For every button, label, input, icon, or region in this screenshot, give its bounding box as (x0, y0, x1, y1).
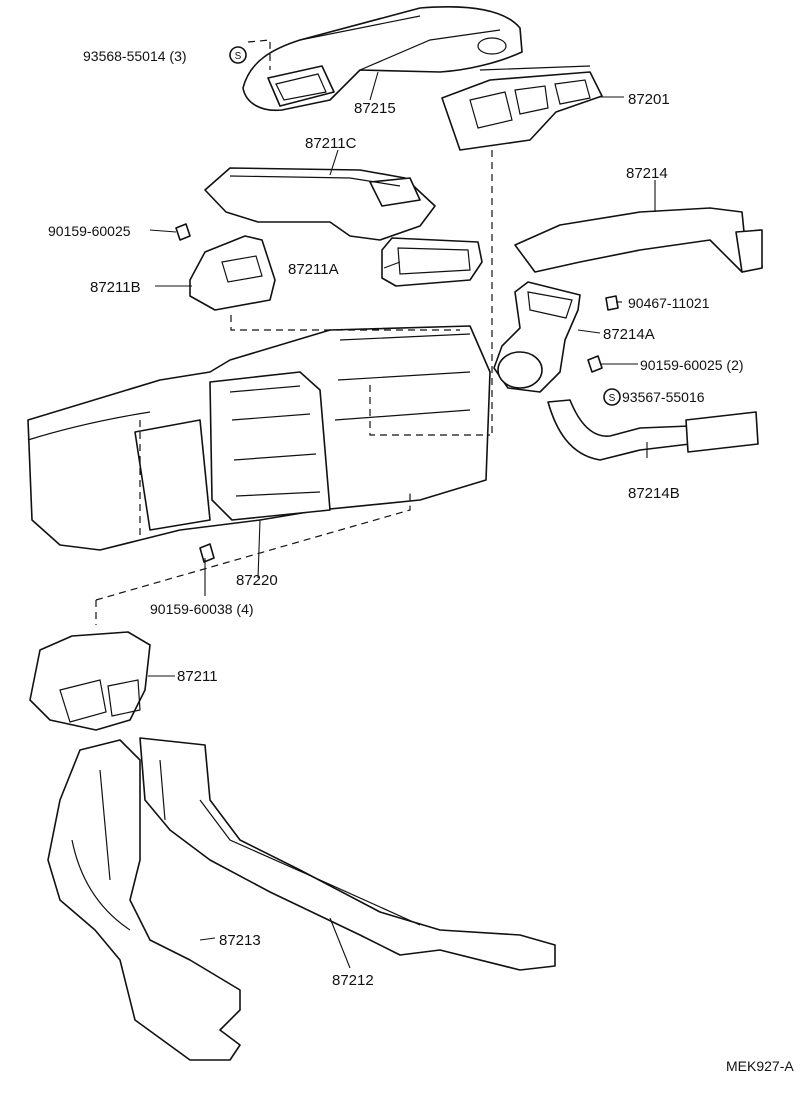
part-87220-heater-unit (27, 325, 491, 551)
svg-text:S: S (609, 393, 616, 404)
label-93567-55016: 93567-55016 (622, 389, 705, 405)
label-90159-60025-2: 90159-60025 (2) (640, 357, 744, 373)
label-87211A: 87211A (288, 261, 339, 278)
part-87212-duct (139, 737, 556, 971)
label-87220: 87220 (236, 572, 278, 589)
label-87211B: 87211B (90, 279, 141, 296)
label-90467-11021: 90467-11021 (628, 295, 710, 311)
part-87215-duct (242, 6, 523, 112)
svg-text:S: S (235, 51, 242, 62)
symbol-s-93568: S (229, 46, 247, 64)
part-87211A-block (381, 237, 483, 287)
label-87215: 87215 (354, 100, 396, 117)
label-87211: 87211 (177, 668, 218, 685)
fastener-90467-11021-clip (605, 295, 619, 311)
diagram-code: MEK927-A (726, 1058, 794, 1074)
part-87211C-duct (204, 167, 436, 241)
fastener-90159-60038-screw (199, 543, 215, 563)
hidden-lines (95, 39, 493, 625)
label-87201: 87201 (628, 91, 670, 108)
label-87214: 87214 (626, 165, 668, 182)
symbol-s-93567: S (603, 388, 621, 406)
label-93568-55014: 93568-55014 (3) (83, 48, 187, 64)
fastener-90159-60025-screw (175, 223, 191, 241)
part-87214-duct (514, 207, 763, 273)
label-87211C: 87211C (305, 135, 357, 152)
leader-lines (148, 71, 656, 969)
part-87214A-elbow (493, 281, 581, 393)
part-87211B-block (189, 235, 276, 311)
part-87214B-hose (547, 399, 759, 461)
label-90159-60038: 90159-60038 (4) (150, 601, 254, 617)
part-87211-register (29, 631, 151, 731)
label-87214B: 87214B (628, 485, 680, 502)
label-87213: 87213 (219, 932, 261, 949)
fastener-90159-60025-2-screw (587, 355, 603, 373)
label-87212: 87212 (332, 972, 374, 989)
part-87201-register (441, 65, 603, 151)
label-87214A: 87214A (603, 326, 655, 343)
part-87213-duct (47, 739, 241, 1061)
label-90159-60025: 90159-60025 (48, 223, 131, 239)
